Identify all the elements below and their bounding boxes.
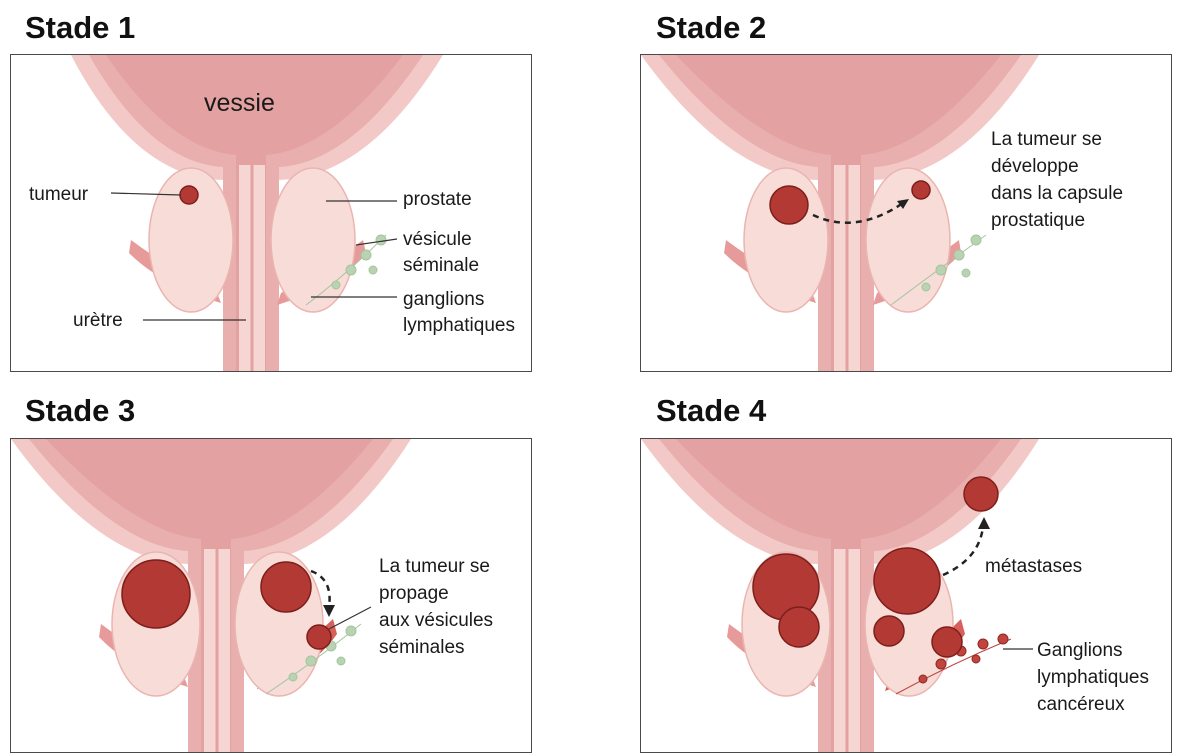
vesicle-label-2: séminale (403, 255, 479, 276)
tumor-vesicle (307, 625, 331, 649)
metastases-label: métastases (985, 556, 1082, 577)
metastasis-arrowhead (978, 517, 990, 529)
tumor-right (261, 562, 311, 612)
prostate-label: prostate (403, 189, 472, 210)
tumor-vesicle (932, 627, 962, 657)
stage-3-panel: La tumeur se propage aux vésicules sémin… (10, 438, 532, 753)
description-line-3: dans la capsule (991, 183, 1123, 204)
stage-2-panel: La tumeur se développe dans la capsule p… (640, 54, 1172, 372)
description-line-1: La tumeur se (991, 129, 1102, 150)
bladder-label: vessie (204, 89, 275, 117)
stage-4-panel: métastases Ganglions lymphatiques cancér… (640, 438, 1172, 753)
description-line-2: développe (991, 156, 1079, 177)
nodes-label-2: lymphatiques (403, 315, 515, 336)
nodes-label-3: cancéreux (1037, 694, 1125, 715)
tumor-spread (912, 181, 930, 199)
stage-1-panel: vessie tumeur prostate vésicule séminale… (10, 54, 532, 372)
stage-3-illustration: La tumeur se propage aux vésicules sémin… (11, 439, 532, 753)
description-line-4: séminales (379, 637, 465, 658)
tumor-right-large (874, 548, 940, 614)
tumor-right-small (874, 616, 904, 646)
tumor-left (122, 560, 190, 628)
tumor-left-small (779, 607, 819, 647)
description-line-1: La tumeur se (379, 556, 490, 577)
description-line-4: prostatique (991, 210, 1085, 231)
description-line-2: propage (379, 583, 449, 604)
stage-1-illustration: vessie tumeur prostate vésicule séminale… (11, 55, 532, 372)
stage-1-title: Stade 1 (25, 10, 135, 46)
prostate-right-lobe (866, 168, 950, 312)
spread-arrowhead (323, 605, 335, 617)
nodes-label-1: ganglions (403, 289, 484, 310)
stage-2-title: Stade 2 (656, 10, 766, 46)
vesicle-label-1: vésicule (403, 229, 472, 250)
description-line-3: aux vésicules (379, 610, 493, 631)
metastasis-tumor (964, 477, 998, 511)
stage-4-title: Stade 4 (656, 393, 766, 429)
nodes-label-2: lymphatiques (1037, 667, 1149, 688)
nodes-label-1: Ganglions (1037, 640, 1123, 661)
tumor-primary (770, 186, 808, 224)
prostate-right-lobe (271, 168, 355, 312)
tumor (180, 186, 198, 204)
stage-2-illustration: La tumeur se développe dans la capsule p… (641, 55, 1172, 372)
urethra-label: urètre (73, 310, 123, 331)
stage-3-title: Stade 3 (25, 393, 135, 429)
tumor-label: tumeur (29, 184, 89, 205)
stage-4-illustration: métastases Ganglions lymphatiques cancér… (641, 439, 1172, 753)
